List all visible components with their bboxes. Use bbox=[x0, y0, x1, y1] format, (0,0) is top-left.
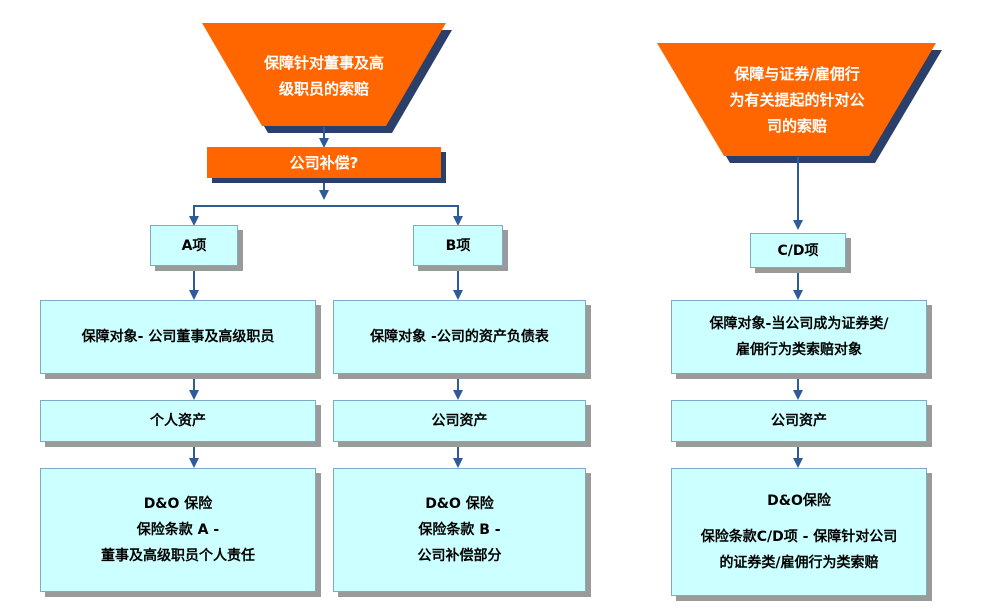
branch-b-label: B项 bbox=[445, 237, 471, 254]
branch-cd-label: C/D项 bbox=[777, 242, 819, 259]
asset-cd-text: 公司资产 bbox=[771, 413, 827, 429]
coverage-cd-line-2: 雇佣行为类索赔对象 bbox=[736, 342, 862, 358]
right-funnel-line-1: 保障与证券/雇佣行 bbox=[734, 65, 860, 83]
question-label: 公司补偿? bbox=[289, 154, 359, 172]
branch-a-label: A项 bbox=[181, 237, 207, 254]
coverage-cd-box: 保障对象-当公司成为证券类/ 雇佣行为类索赔对象 bbox=[671, 300, 927, 374]
branch-a-box: A项 bbox=[150, 225, 238, 266]
policy-cd-title: D&O保险 bbox=[767, 493, 831, 509]
branch-split-line bbox=[193, 205, 459, 220]
policy-a-line-2: 保险条款 A - bbox=[136, 522, 220, 538]
policy-b-box: D&O 保险 保险条款 B - 公司补偿部分 bbox=[333, 468, 586, 592]
right-funnel-shape bbox=[657, 43, 936, 156]
coverage-a-text: 保障对象- 公司董事及高级职员 bbox=[81, 329, 275, 345]
policy-cd-box: D&O保险 保险条款C/D项 - 保障针对公司 的证券类/雇佣行为类索赔 bbox=[671, 468, 927, 596]
asset-a-box: 个人资产 bbox=[40, 400, 316, 442]
asset-a-text: 个人资产 bbox=[150, 413, 206, 429]
asset-cd-box: 公司资产 bbox=[671, 400, 927, 442]
policy-cd-line-2: 的证券类/雇佣行为类索赔 bbox=[719, 555, 879, 571]
asset-b-box: 公司资产 bbox=[333, 400, 586, 442]
coverage-cd-line-1: 保障对象-当公司成为证券类/ bbox=[709, 316, 889, 332]
coverage-a-box: 保障对象- 公司董事及高级职员 bbox=[40, 300, 316, 374]
policy-a-line-1: D&O 保险 bbox=[143, 496, 213, 512]
right-funnel-line-2: 为有关提起的针对公 bbox=[729, 91, 865, 109]
policy-b-line-1: D&O 保险 bbox=[425, 496, 494, 512]
coverage-b-box: 保障对象 -公司的资产负债表 bbox=[333, 300, 586, 374]
left-funnel-line-2: 级职员的索赔 bbox=[278, 80, 369, 98]
company-indemnity-question: 公司补偿? bbox=[207, 147, 441, 178]
policy-b-line-2: 保险条款 B - bbox=[418, 522, 501, 538]
right-funnel-label: 保障与证券/雇佣行 为有关提起的针对公 司的索赔 bbox=[700, 58, 894, 142]
asset-b-text: 公司资产 bbox=[431, 413, 488, 429]
policy-cd-line-1: 保险条款C/D项 - 保障针对公司 bbox=[700, 529, 898, 545]
left-funnel-label: 保障针对董事及高 级职员的索赔 bbox=[262, 38, 386, 114]
right-funnel-line-3: 司的索赔 bbox=[766, 117, 827, 135]
branch-b-box: B项 bbox=[413, 225, 503, 266]
coverage-b-text: 保障对象 -公司的资产负债表 bbox=[370, 329, 549, 345]
branch-cd-box: C/D项 bbox=[750, 233, 846, 268]
policy-a-box: D&O 保险 保险条款 A - 董事及高级职员个人责任 bbox=[40, 468, 316, 592]
left-funnel-shape bbox=[202, 23, 446, 126]
policy-a-line-3: 董事及高级职员个人责任 bbox=[101, 548, 255, 564]
policy-b-line-3: 公司补偿部分 bbox=[417, 548, 502, 564]
left-funnel-line-1: 保障针对董事及高 bbox=[263, 54, 384, 72]
